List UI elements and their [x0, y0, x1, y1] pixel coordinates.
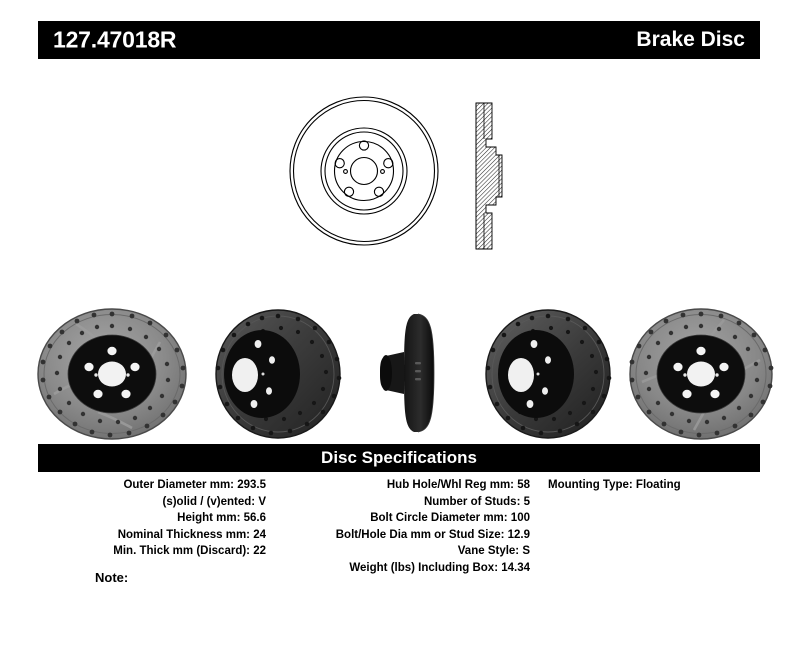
rotor-face-line-drawing	[289, 96, 439, 246]
spec-row: Mounting Type: Floating	[548, 479, 681, 491]
line-drawing-row	[0, 95, 800, 275]
part-number: 127.47018R	[53, 26, 177, 53]
spec-row: Outer Diameter mm: 293.5	[123, 479, 266, 491]
spec-row: Weight (lbs) Including Box: 14.34	[349, 561, 530, 574]
specifications-bar: Disc Specifications	[38, 444, 760, 472]
spec-column-middle: Hub Hole/Whl Reg mm: 58 Number of Studs:…	[270, 477, 530, 576]
note-label: Note:	[95, 570, 129, 585]
header-bar: 127.47018R Brake Disc	[38, 21, 760, 59]
spec-row: (s)olid / (v)ented: V	[162, 495, 267, 508]
specifications-columns: Outer Diameter mm: 293.5 (s)olid / (v)en…	[38, 477, 760, 587]
product-photo-row	[0, 308, 800, 440]
spec-row: Vane Style: S	[457, 545, 530, 557]
rotor-photo-front-right	[629, 308, 774, 440]
rotor-cross-section-line-drawing	[475, 102, 503, 250]
document-title: Brake Disc	[636, 28, 745, 51]
spec-row: Height mm: 56.6	[177, 512, 266, 524]
spec-row: Nominal Thickness mm: 24	[117, 528, 266, 541]
spec-row: Bolt/Hole Dia mm or Stud Size: 12.9	[335, 528, 530, 541]
rotor-photo-front-left	[37, 308, 187, 440]
spec-column-left: Outer Diameter mm: 293.5 (s)olid / (v)en…	[38, 477, 266, 560]
rotor-photo-edge-profile	[380, 313, 435, 433]
rotor-photo-angled-left	[215, 309, 342, 439]
spec-row: Bolt Circle Diameter mm: 100	[370, 512, 530, 524]
note-block: Note:	[95, 570, 138, 585]
spec-row: Number of Studs: 5	[423, 495, 530, 508]
specifications-title: Disc Specifications	[321, 448, 477, 467]
spec-column-right: Mounting Type: Floating	[538, 477, 760, 494]
spec-row: Hub Hole/Whl Reg mm: 58	[386, 479, 530, 491]
spec-row: Min. Thick mm (Discard): 22	[113, 545, 266, 557]
rotor-photo-angled-right	[485, 309, 612, 439]
